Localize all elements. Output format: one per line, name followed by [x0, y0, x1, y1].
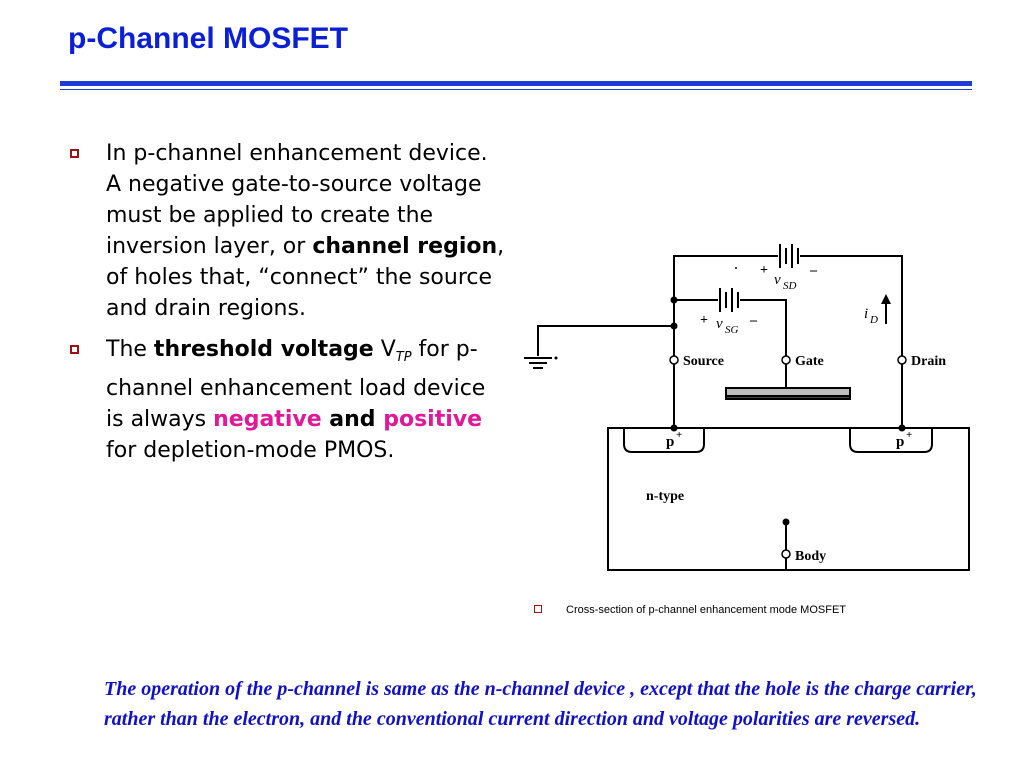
node-dot: [670, 424, 678, 432]
id-label: i: [864, 306, 868, 322]
vsg-wire-right: [740, 299, 787, 360]
bullet-text: for p-channel enhancement load device is…: [106, 337, 486, 432]
bullet-bold-text: channel region: [312, 234, 498, 259]
caption-bullet-icon: [534, 605, 542, 613]
plus-label: +: [906, 429, 912, 441]
gate-metal: [725, 395, 851, 400]
figure-caption: Cross-section of p-channel enhancement m…: [534, 604, 846, 616]
bullet-item-threshold: The threshold voltage VTP for p-channel …: [68, 334, 508, 466]
vsg-subscript: SG: [725, 324, 739, 336]
node-dot: [670, 322, 678, 330]
gate-terminal: [781, 355, 791, 365]
source-terminal: [669, 355, 679, 365]
caption-text: Cross-section of p-channel enhancement m…: [566, 604, 847, 616]
id-subscript: D: [869, 314, 878, 326]
title-divider-thin: [60, 89, 972, 90]
substrate-region: [607, 427, 970, 571]
vsd-minus-sign: –: [809, 263, 818, 278]
drain-label: Drain: [911, 354, 946, 369]
node-dot: [670, 296, 678, 304]
bullet-text: In p-channel enhancement device. A negat…: [106, 141, 488, 259]
mosfet-cross-section-diagram: Source Gate Drain Body n-type p + p + + …: [524, 244, 970, 571]
bullet-text: , of holes that, “connect” the source an…: [106, 234, 505, 321]
node-dot: [898, 424, 906, 432]
bullet-list: In p-channel enhancement device. A negat…: [68, 138, 508, 476]
bullet-text: V: [373, 337, 396, 362]
checkbox-bullet-icon: [70, 345, 79, 354]
plus-label: +: [676, 429, 682, 441]
bullet-text: The: [106, 337, 154, 362]
title-divider: [60, 81, 972, 86]
arrow-head-icon: [881, 294, 891, 304]
vsd-plus-sign: +: [760, 263, 768, 278]
vsd-label: v: [774, 272, 781, 288]
bullet-bold-text: and: [321, 407, 384, 432]
body-label: Body: [795, 549, 826, 564]
ntype-label: n-type: [646, 489, 684, 504]
vsg-label: v: [716, 316, 723, 332]
body-terminal: [781, 549, 791, 559]
vsd-subscript: SD: [783, 280, 797, 292]
p-drain-label: p: [896, 434, 904, 450]
vsg-minus-sign: –: [749, 313, 758, 328]
gate-label: Gate: [795, 354, 824, 369]
node-dot: [782, 518, 790, 526]
p-source-label: p: [666, 434, 674, 450]
highlight-positive: positive: [383, 407, 483, 432]
page-title: p-Channel MOSFET: [68, 22, 348, 55]
vsg-plus-sign: +: [700, 313, 708, 328]
source-label: Source: [683, 354, 724, 369]
summary-note: The operation of the p-channel is same a…: [104, 678, 977, 730]
subscript-text: TP: [395, 350, 412, 365]
drain-terminal: [897, 355, 907, 365]
vsd-wire-right: [800, 255, 903, 360]
bullet-item-enhancement: In p-channel enhancement device. A negat…: [68, 138, 508, 324]
bullet-text: for depletion-mode PMOS.: [106, 438, 395, 463]
source-well: [623, 428, 705, 453]
bullet-bold-text: threshold voltage: [153, 337, 374, 362]
checkbox-bullet-icon: [70, 149, 79, 158]
ground-wire: [537, 325, 674, 356]
highlight-negative: negative: [213, 407, 322, 432]
drain-well: [849, 428, 933, 453]
gate-oxide: [725, 387, 851, 397]
